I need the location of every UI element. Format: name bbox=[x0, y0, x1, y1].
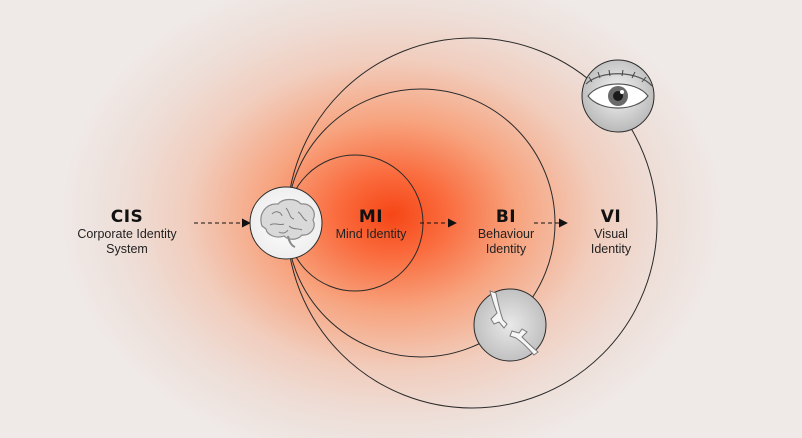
brain-icon bbox=[249, 186, 323, 260]
vi-label: VI Visual Identity bbox=[574, 207, 648, 257]
bi-subtitle-line1: Behaviour bbox=[477, 227, 535, 241]
mi-label: MI Mind Identity bbox=[322, 207, 420, 242]
vi-subtitle-line1: Visual bbox=[594, 227, 628, 241]
mi-title: MI bbox=[358, 207, 384, 227]
cis-subtitle-line1: Corporate Identity bbox=[77, 227, 177, 241]
cis-label: CIS Corporate Identity System bbox=[62, 207, 192, 257]
bi-label: BI Behaviour Identity bbox=[466, 207, 546, 257]
hands-reaching-icon bbox=[473, 288, 547, 362]
cis-subtitle-line2: System bbox=[106, 242, 148, 256]
cis-title: CIS bbox=[110, 207, 144, 227]
vi-subtitle-line2: Identity bbox=[590, 242, 632, 256]
mi-subtitle-line1: Mind Identity bbox=[335, 227, 407, 241]
vi-title: VI bbox=[600, 207, 622, 227]
bi-title: BI bbox=[495, 207, 517, 227]
eye-icon bbox=[581, 59, 655, 133]
bi-subtitle-line2: Identity bbox=[485, 242, 527, 256]
